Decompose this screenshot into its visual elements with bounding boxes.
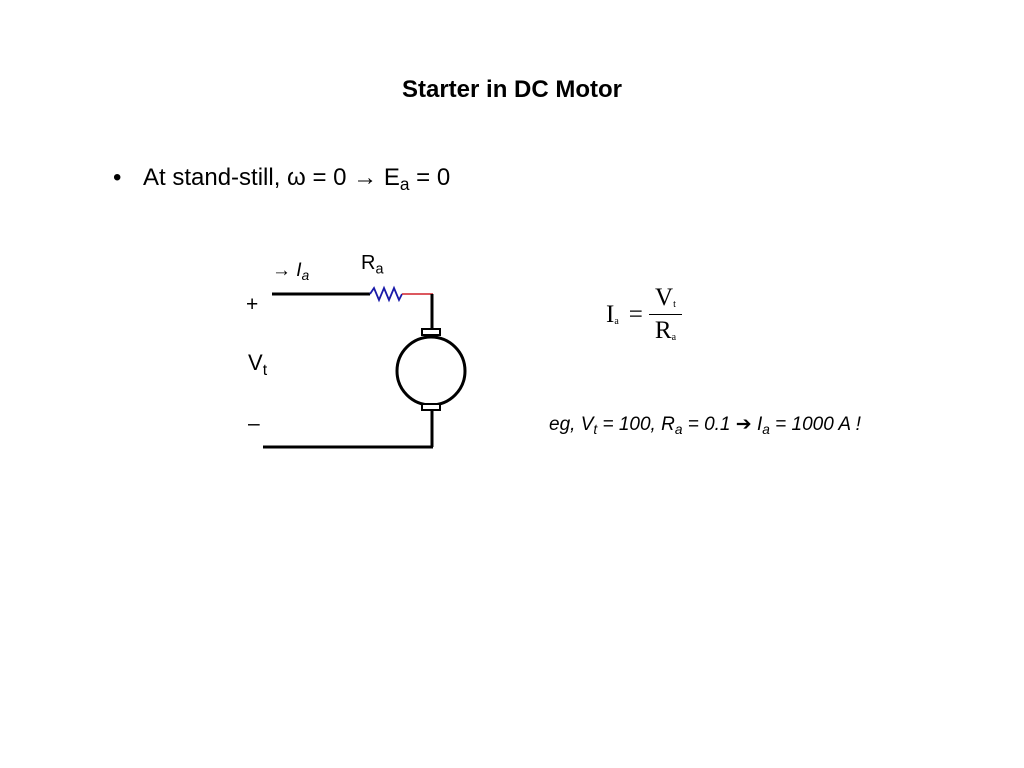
- vt-label: Vt: [248, 350, 268, 379]
- example-part1: eg, V: [549, 414, 594, 435]
- formula-equals: =: [628, 300, 643, 328]
- bullet-marker: •: [113, 164, 122, 191]
- formula-denominator: Ra: [649, 315, 682, 345]
- example-part2: = 100, R: [597, 414, 675, 435]
- motor-brush-top: [421, 328, 441, 336]
- resistor-ra: [369, 285, 403, 303]
- omega-symbol: ω: [287, 164, 306, 191]
- ra-label: Ra: [361, 252, 384, 278]
- ia-main: I: [296, 260, 302, 281]
- example-ia-sub: a: [762, 422, 770, 438]
- bullet-eq2: = 0: [409, 164, 451, 191]
- formula-num-main: V: [655, 284, 674, 311]
- minus-terminal-label: –: [248, 412, 260, 435]
- example-ra-sub: a: [674, 422, 683, 438]
- example-vt-sub: t: [593, 422, 598, 438]
- ia-arrow-label: → Ia: [272, 260, 309, 282]
- ra-main: R: [361, 252, 376, 274]
- formula-numerator: Vt: [649, 284, 682, 315]
- example-text: eg, Vt = 100, Ra = 0.1 ➔ Ia = 1000 A !: [549, 413, 861, 436]
- bullet-e-sub: a: [399, 174, 410, 195]
- example-part3: = 0.1: [682, 414, 736, 435]
- vt-sub: t: [262, 361, 268, 379]
- bullet-eq1: = 0: [305, 164, 354, 191]
- vt-main: V: [248, 350, 263, 375]
- formula-lhs: Ia: [606, 301, 619, 329]
- arrow-icon: →: [353, 164, 378, 191]
- bullet-prefix: At stand-still,: [143, 164, 288, 191]
- example-part5: = 1000 A !: [769, 414, 861, 435]
- ra-sub: a: [375, 261, 384, 278]
- formula-den-sub: a: [671, 332, 677, 343]
- formula-lhs-sub: a: [614, 315, 619, 327]
- arrow-icon: ➔: [735, 414, 752, 435]
- formula-fraction: Vt Ra: [649, 284, 682, 345]
- arrow-icon: →: [272, 260, 291, 281]
- slide-title: Starter in DC Motor: [401, 76, 622, 103]
- motor-armature: [395, 335, 467, 407]
- current-formula: Ia = Vt Ra: [606, 284, 682, 345]
- motor-brush-bottom: [421, 403, 441, 411]
- formula-lhs-main: I: [606, 300, 615, 328]
- example-part4: I: [751, 414, 763, 435]
- plus-terminal-label: +: [246, 293, 259, 316]
- ia-sub: a: [301, 268, 310, 284]
- formula-num-sub: t: [673, 299, 676, 310]
- bullet-item: • At stand-still, ω = 0 → Ea = 0: [113, 164, 451, 195]
- bullet-e-main: E: [377, 164, 400, 191]
- formula-den-main: R: [654, 317, 672, 344]
